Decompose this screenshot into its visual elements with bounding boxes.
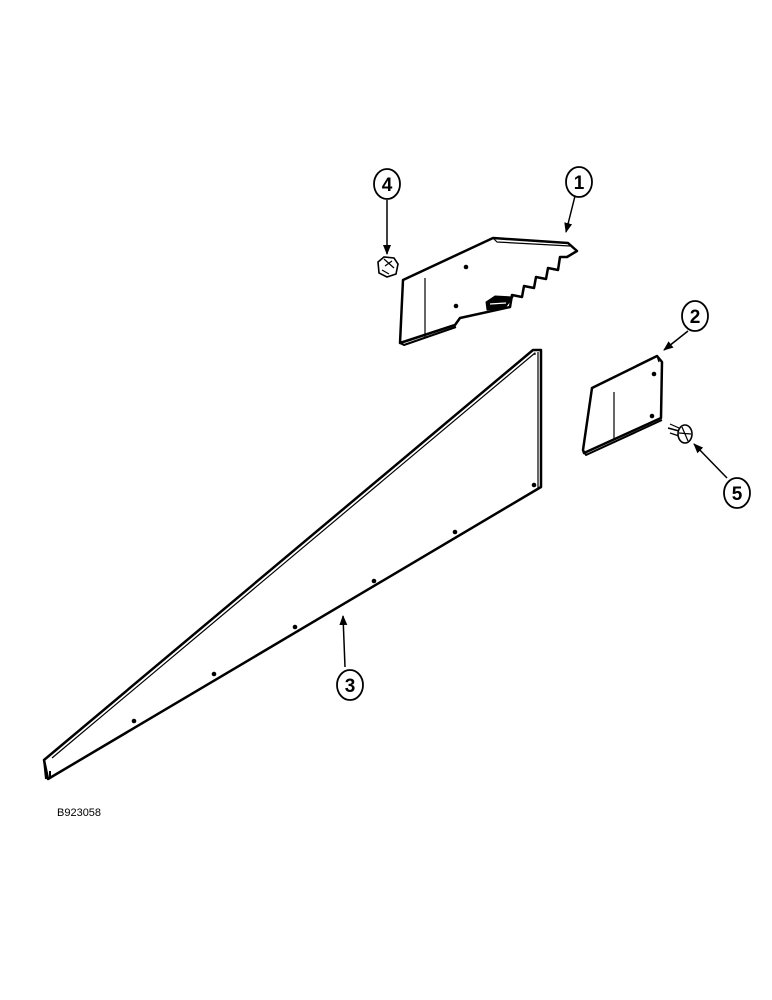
callout-arrow-5 [693,443,728,479]
callout-2: 2 [681,300,709,332]
callout-arrow-2 [663,330,689,351]
small-plate [581,354,664,456]
panel-holes [131,482,537,724]
upper-shield [398,236,579,346]
svg-text:5: 5 [732,484,743,505]
callout-1: 1 [565,166,593,198]
svg-text:2: 2 [690,307,701,328]
plate-holes [649,371,657,419]
svg-text:4: 4 [382,175,393,196]
shield-holes [453,264,469,309]
callout-5: 5 [723,477,751,509]
callout-arrow-3 [339,615,348,668]
svg-text:3: 3 [345,676,356,697]
figure-id: B923058 [57,807,101,819]
callout-3: 3 [336,669,364,701]
svg-text:1: 1 [574,173,585,194]
nut-icon [377,256,399,278]
shield-tab [485,295,514,311]
bolt-icon [667,423,693,444]
callout-arrow-1 [564,195,576,233]
triangular-panel [42,348,543,781]
callout-4: 4 [373,168,401,200]
callout-arrows [339,195,728,668]
